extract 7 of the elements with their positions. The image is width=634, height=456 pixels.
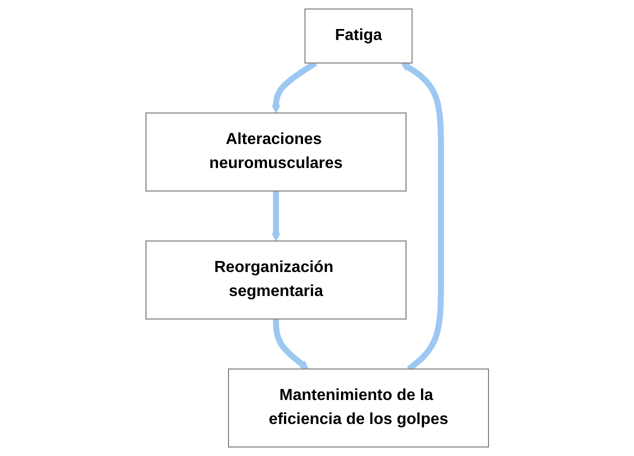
node-box: Mantenimiento de la eficiencia de los golpes xyxy=(228,368,489,448)
node-box: Reorganización segmentaria xyxy=(145,240,406,320)
arrow xyxy=(400,62,444,372)
node-box: Fatiga xyxy=(304,8,412,64)
arrow xyxy=(271,191,280,242)
arrow xyxy=(272,319,308,370)
node-box: Alteraciones neuromusculares xyxy=(145,112,406,192)
